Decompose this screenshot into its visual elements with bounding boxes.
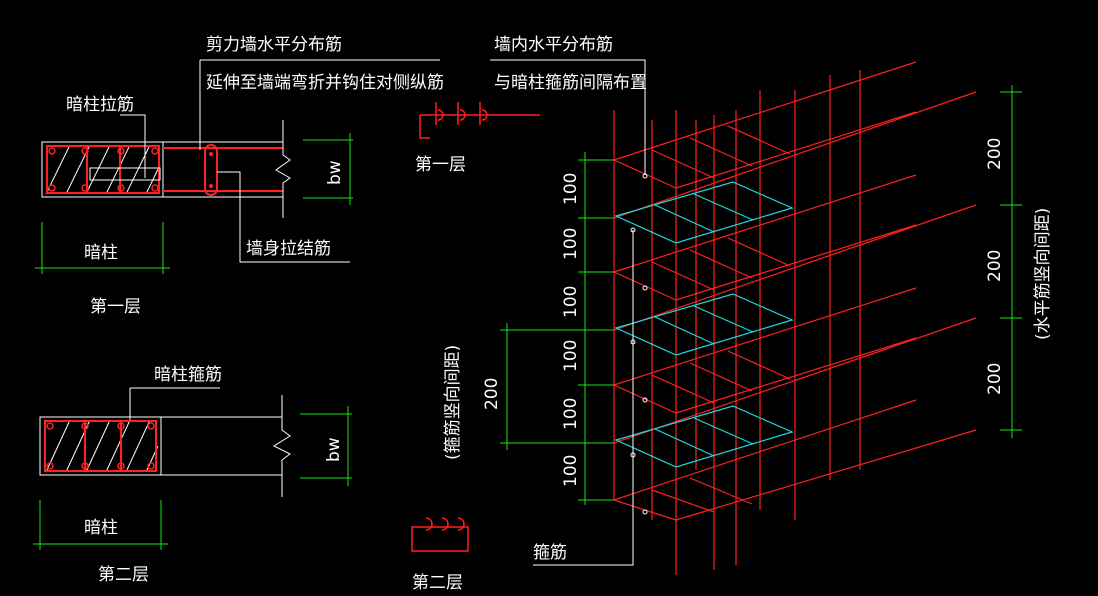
wall-horizontal-bars [163, 144, 283, 196]
dim-right-3: 200 [985, 363, 1005, 395]
cage-stirrups [614, 181, 794, 468]
dim-right-1: 200 [985, 138, 1005, 170]
hatch-pattern [45, 144, 161, 195]
label-shear-wall-bar-2: 延伸至墙端弯折并钩住对侧纵筋 [206, 73, 444, 93]
dim-left-3: 100 [561, 286, 581, 318]
hook-symbol-layer1 [419, 102, 540, 139]
dimension-left-small [578, 152, 614, 505]
label-hidden-col-stirrup: 暗柱箍筋 [154, 365, 222, 385]
dim-left-4: 100 [561, 340, 581, 372]
leader-wall-bar [490, 59, 646, 175]
label-wall-tie: 墙身拉结筋 [246, 239, 331, 259]
label-bw-a: bw [325, 160, 345, 185]
label-hidden-col-tie: 暗柱拉筋 [66, 95, 134, 115]
dimension-right [1000, 85, 1022, 438]
label-layer1-a: 第一层 [90, 297, 141, 317]
label-bw-b: bw [324, 437, 344, 462]
detail-layer1-plan [35, 59, 440, 274]
hook-symbol-layer2 [411, 517, 469, 552]
dim-left-big-note: (箍筋竖向间距) [443, 345, 463, 460]
rebar-cage [613, 61, 977, 575]
leader-stirrup [533, 230, 634, 566]
hidden-column-outline-2 [39, 416, 162, 476]
dim-left-big: 200 [482, 378, 502, 410]
dim-right-note: (水平筋竖向间距) [1033, 208, 1053, 340]
label-hidden-col-a: 暗柱 [84, 243, 118, 263]
break-line [275, 120, 291, 218]
dim-left-5: 100 [561, 398, 581, 430]
column-longitudinal-bars [48, 147, 159, 192]
dim-left-6: 100 [561, 455, 581, 487]
label-stirrup: 箍筋 [533, 543, 567, 563]
label-layer2-a: 第二层 [98, 565, 149, 585]
dimension-left-big [500, 323, 614, 450]
label-layer1-b: 第一层 [415, 155, 466, 175]
hidden-column-outline [41, 141, 164, 198]
dim-left-2: 100 [561, 228, 581, 260]
dim-right-2: 200 [985, 250, 1005, 282]
dim-left-1: 100 [561, 173, 581, 205]
label-wall-bar-2: 与暗柱箍筋间隔布置 [494, 73, 647, 93]
column-stirrups [46, 145, 160, 194]
label-wall-bar-1: 墙内水平分布筋 [494, 35, 613, 55]
tie-indicator [89, 167, 161, 181]
label-shear-wall-bar-1: 剪力墙水平分布筋 [206, 35, 342, 55]
detail-layer2-plan [33, 387, 352, 550]
label-layer2-b: 第二层 [412, 573, 463, 593]
label-hidden-col-b: 暗柱 [84, 518, 118, 538]
